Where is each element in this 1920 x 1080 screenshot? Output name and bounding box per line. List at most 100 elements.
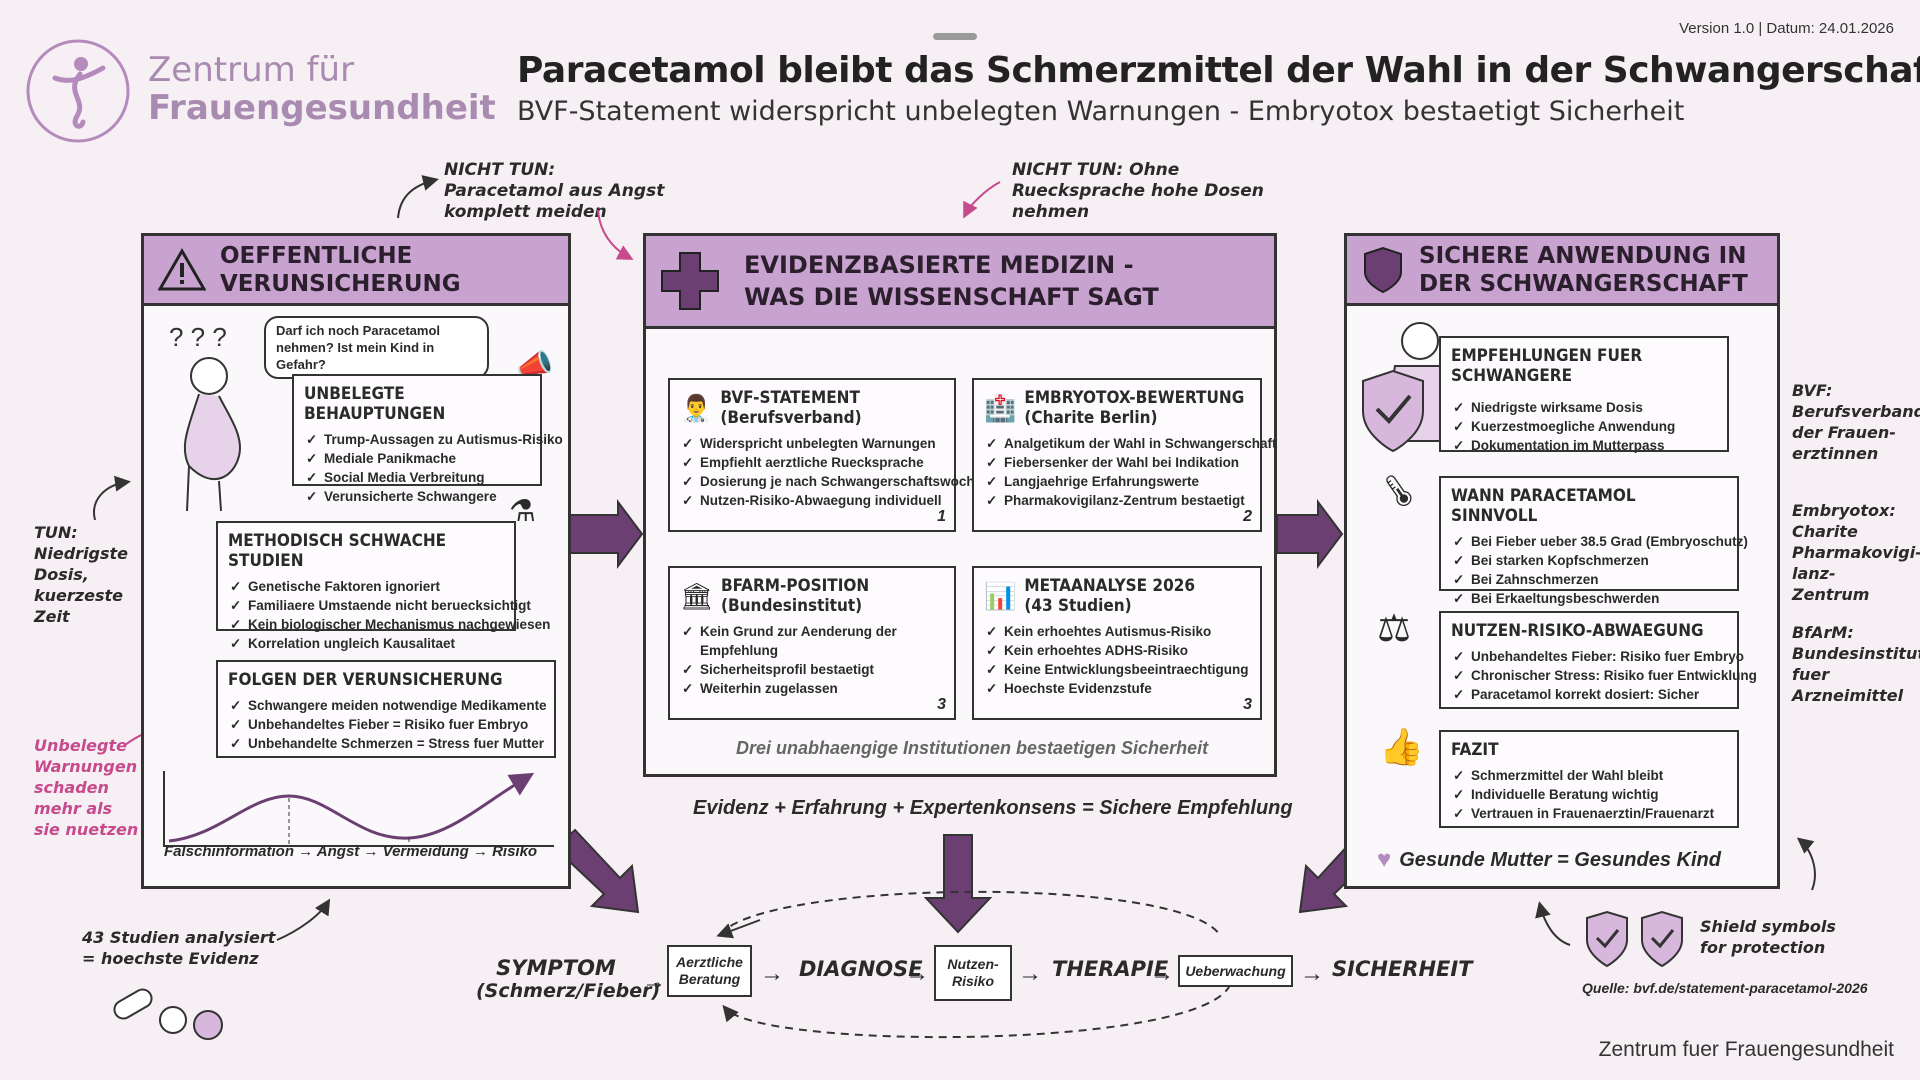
box-title: METHODISCH SCHWACHE STUDIEN [228,531,447,571]
annotation-bfarm: BfArM: Bundesinstitut fuer Arzneimittel [1792,623,1920,705]
check-list: Analgetikum der Wahl in Schwangerschaft … [984,434,1277,510]
check-list: Kein Grund zur Aenderung der Empfehlung … [680,622,944,698]
motto: ♥ Gesunde Mutter = Gesundes Kind [1377,846,1721,874]
box-nutzen-risiko: NUTZEN-RISIKO-ABWAEGUNG Unbehandeltes Fi… [1439,611,1757,709]
list-item: Dosierung je nach Schwangerschaftswoche [680,472,982,491]
motto-text: Gesunde Mutter = Gesundes Kind [1399,848,1721,871]
box-embryotox: 🏥 EMBRYOTOX-BEWERTUNG(Charite Berlin) An… [972,378,1277,532]
list-item: Trump-Aussagen zu Autismus-Risiko [304,430,563,449]
list-item: Keine Entwicklungsbeeintraechtigung [984,660,1250,679]
list-item: Empfiehlt aerztliche Ruecksprache [680,453,944,472]
list-item: Genetische Faktoren ignoriert [228,577,504,596]
box-unbelegte-behauptungen: UNBELEGTE BEHAUPTUNGEN Trump-Aussagen zu… [292,374,563,506]
page-title: Paracetamol bleibt das Schmerzmittel der… [517,50,1920,91]
panel-sichere-anwendung: SICHERE ANWENDUNG IN DER SCHWANGERSCHAFT… [1344,233,1780,889]
box-title: EMBRYOTOX-BEWERTUNG [1024,388,1245,408]
flow-diagnose: DIAGNOSE [799,957,923,981]
list-item: Kein biologischer Mechanismus nachgewies… [228,615,550,634]
list-item: Dokumentation im Mutterpass [1451,436,1717,455]
arrow-right-icon: → [905,960,929,987]
box-schwache-studien: METHODISCH SCHWACHE STUDIEN Genetische F… [216,521,550,653]
scale-icon: ⚖ [1377,608,1412,650]
box-subtitle: (Bundesinstitut) [721,596,863,616]
box-bvf-statement: 👨‍⚕ BVF-STATEMENT(Berufsverband) Widersp… [668,378,982,532]
logo [25,38,131,144]
list-item: Schwangere meiden notwendige Medikamente [228,696,547,715]
list-item: Unbehandeltes Fieber = Risiko fuer Embry… [228,715,544,734]
panel-header: OEFFENTLICHE VERUNSICHERUNG [144,236,568,306]
shield-icon [1582,910,1692,975]
box-number: 2 [1243,508,1252,525]
box-title: METAANALYSE 2026 [1024,576,1195,596]
box-subtitle: (43 Studien) [1024,596,1132,616]
flow-ueberwachung: Ueberwachung [1178,955,1293,987]
government-building-icon: 🏛 [680,580,714,611]
list-item: Verunsicherte Schwangere [304,487,530,506]
annotation-embryotox: Embryotox: Charite Pharmakovigi-lanz-Zen… [1792,501,1920,604]
list-item: Bei Zahnschmerzen [1451,570,1727,589]
check-list: Trump-Aussagen zu Autismus-Risiko Medial… [304,430,563,506]
list-item: Pharmakovigilanz-Zentrum bestaetigt [984,491,1250,510]
logo-text-2: Frauengesundheit [148,88,496,128]
flow-sicherheit: SICHERHEIT [1332,957,1473,981]
arrow-right-icon: → [1150,960,1174,987]
list-item: Kein erhoehtes Autismus-Risiko [984,622,1250,641]
list-item: Langjaehrige Erfahrungswerte [984,472,1250,491]
page-subtitle: BVF-Statement widerspricht unbelegten Wa… [517,96,1685,127]
source-link[interactable]: Quelle: bvf.de/statement-paracetamol-202… [1582,980,1868,996]
bar-chart-icon: 📊 [984,580,1017,611]
box-title: EMPFEHLUNGEN FUER SCHWANGERE [1451,346,1643,386]
pills-icon [108,985,228,1060]
list-item: Bei Fieber ueber 38.5 Grad (Embryoschutz… [1451,532,1748,551]
panel-verunsicherung: OEFFENTLICHE VERUNSICHERUNG ? ? ? Darf i… [141,233,571,889]
svg-text:? ? ?: ? ? ? [169,322,227,352]
arrow-right-icon: → [760,960,784,987]
flow-symptom-label: SYMPTOM [496,956,616,980]
check-list: Widerspricht unbelegten Warnungen Empfie… [680,434,982,510]
flow-beratung: Aerztliche Beratung [667,945,752,997]
flow-nutzen-risiko: Nutzen-Risiko [934,945,1012,1001]
list-item: Widerspricht unbelegten Warnungen [680,434,944,453]
check-list: Bei Fieber ueber 38.5 Grad (Embryoschutz… [1451,532,1748,608]
panel-evidenz: EVIDENZBASIERTE MEDIZIN - WAS DIE WISSEN… [643,233,1277,777]
annotation-nicht-tun-2: NICHT TUN: Ohne Ruecksprache hohe Dosen … [1012,160,1264,222]
doctor-icon: 👨‍⚕ [680,392,713,423]
list-item: Mediale Panikmache [304,449,530,468]
thumbs-up-icon: 👍 [1379,726,1424,767]
logo-text-1: Zentrum für [148,50,355,90]
list-item: Nutzen-Risiko-Abwaegung individuell [680,491,944,510]
list-item: Korrelation ungleich Kausalitaet [228,634,504,653]
box-title: FOLGEN DER VERUNSICHERUNG [228,670,503,690]
institutions-note: Drei unabhaengige Institutionen bestaeti… [736,738,1209,758]
list-item: Unbehandelte Schmerzen = Stress fuer Mut… [228,734,544,753]
risk-curve [163,771,554,847]
woman-shield-icon [1355,311,1465,486]
box-wann-sinnvoll: WANN PARACETAMOL SINNVOLL Bei Fieber ueb… [1439,476,1748,608]
panel-header: SICHERE ANWENDUNG IN DER SCHWANGERSCHAFT [1347,236,1777,306]
panel-title: SICHERE ANWENDUNG IN DER SCHWANGERSCHAFT [1419,242,1748,297]
list-item: Kein erhoehtes ADHS-Risiko [984,641,1250,660]
box-subtitle: (Berufsverband) [720,408,862,428]
box-number: 1 [937,508,946,525]
check-list: Kein erhoehtes Autismus-Risiko Kein erho… [984,622,1250,698]
annotation-tun: TUN: Niedrigste Dosis, kuerzeste Zeit [34,523,129,626]
version-label: Version 1.0 | Datum: 24.01.2026 [1679,20,1894,37]
box-title: NUTZEN-RISIKO-ABWAEGUNG [1451,621,1704,641]
check-list: Schwangere meiden notwendige Medikamente… [228,696,547,753]
list-item: Familiaere Umstaende nicht beruecksichti… [228,596,531,615]
curve-label: Falschinformation → Angst → Vermeidung →… [164,843,538,860]
list-item: Chronischer Stress: Risiko fuer Entwickl… [1451,666,1757,685]
list-item: Paracetamol korrekt dosiert: Sicher [1451,685,1727,704]
arrow-right-icon: → [642,968,666,995]
arrow-right-icon: → [1300,960,1324,987]
check-list: Niedrigste wirksame Dosis Kuerzestmoegli… [1451,398,1717,455]
check-list: Schmerzmittel der Wahl bleibt Individuel… [1451,766,1727,823]
box-title: BVF-STATEMENT [720,388,860,408]
flow-symptom-sub: (Schmerz/Fieber) [476,980,661,1002]
panel-title: OEFFENTLICHE VERUNSICHERUNG [220,242,461,297]
heart-icon: ♥ [1377,846,1392,873]
speech-bubble: Darf ich noch Paracetamol nehmen? Ist me… [264,316,489,379]
box-title: WANN PARACETAMOL SINNVOLL [1451,486,1636,526]
list-item: Kein Grund zur Aenderung der Empfehlung [680,622,944,660]
drag-handle[interactable] [933,33,977,40]
